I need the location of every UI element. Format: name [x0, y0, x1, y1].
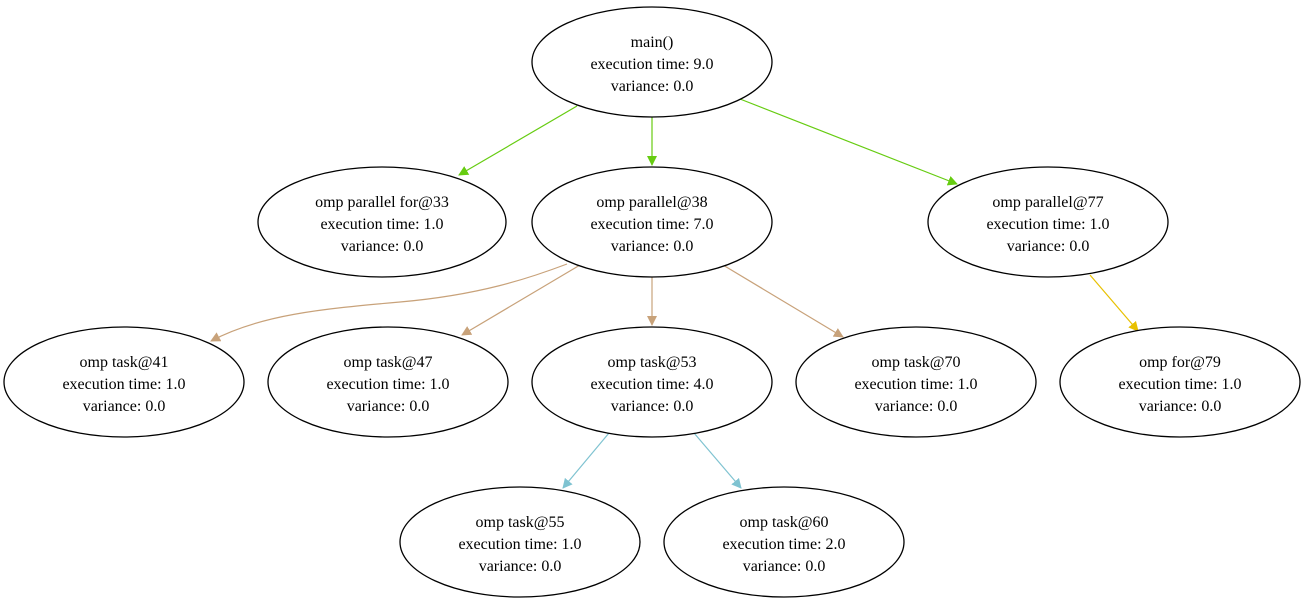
node-t41-variance: variance: 0.0: [83, 398, 166, 415]
node-t60[interactable]: omp task@60 execution time: 2.0 variance…: [663, 486, 905, 598]
node-t70-label: omp task@70: [872, 354, 961, 371]
node-t47[interactable]: omp task@47 execution time: 1.0 variance…: [267, 326, 509, 438]
node-t60-label: omp task@60: [740, 514, 829, 531]
node-t55-time: execution time: 1.0: [458, 536, 581, 553]
edge-p38-to-t47: [461, 264, 581, 336]
node-t53-label: omp task@53: [608, 354, 697, 371]
node-main-label: main(): [631, 34, 674, 51]
node-t60-time: execution time: 2.0: [722, 536, 845, 553]
node-t70-variance: variance: 0.0: [875, 398, 958, 415]
node-t41-time: execution time: 1.0: [62, 376, 185, 393]
node-p77-time: execution time: 1.0: [986, 216, 1109, 233]
node-pf33-label: omp parallel for@33: [315, 194, 449, 211]
node-p77-label: omp parallel@77: [992, 194, 1103, 211]
node-t55[interactable]: omp task@55 execution time: 1.0 variance…: [399, 486, 641, 598]
node-p38-label: omp parallel@38: [596, 194, 707, 211]
edge-p38-to-t41: [210, 263, 568, 342]
edge-p38-to-t70: [722, 264, 844, 338]
node-t53-time: execution time: 4.0: [590, 376, 713, 393]
node-t47-time: execution time: 1.0: [326, 376, 449, 393]
node-t60-variance: variance: 0.0: [743, 558, 826, 575]
node-f79-variance: variance: 0.0: [1139, 398, 1222, 415]
node-t70[interactable]: omp task@70 execution time: 1.0 variance…: [795, 326, 1037, 438]
node-pf33[interactable]: omp parallel for@33 execution time: 1.0 …: [257, 166, 507, 278]
edge-t53-to-t55: [562, 432, 610, 489]
node-t47-variance: variance: 0.0: [347, 398, 430, 415]
node-pf33-time: execution time: 1.0: [320, 216, 443, 233]
edge-main-to-pf33: [458, 105, 578, 176]
edge-main-to-p77: [739, 98, 958, 186]
node-t41[interactable]: omp task@41 execution time: 1.0 variance…: [3, 326, 245, 438]
node-f79[interactable]: omp for@79 execution time: 1.0 variance:…: [1059, 326, 1301, 438]
node-t55-variance: variance: 0.0: [479, 558, 562, 575]
edge-t53-to-t60: [693, 432, 742, 489]
node-t47-label: omp task@47: [344, 354, 433, 371]
edges: [210, 98, 1139, 489]
node-p38[interactable]: omp parallel@38 execution time: 7.0 vari…: [531, 166, 773, 278]
node-main[interactable]: main() execution time: 9.0 variance: 0.0: [531, 6, 773, 118]
node-p77[interactable]: omp parallel@77 execution time: 1.0 vari…: [927, 166, 1169, 278]
edge-p77-to-f79: [1089, 274, 1139, 332]
node-p38-variance: variance: 0.0: [611, 238, 694, 255]
node-main-variance: variance: 0.0: [611, 78, 694, 95]
node-t55-label: omp task@55: [476, 514, 565, 531]
node-t53[interactable]: omp task@53 execution time: 4.0 variance…: [531, 326, 773, 438]
node-pf33-variance: variance: 0.0: [341, 238, 424, 255]
node-p38-time: execution time: 7.0: [590, 216, 713, 233]
node-f79-time: execution time: 1.0: [1118, 376, 1241, 393]
node-p77-variance: variance: 0.0: [1007, 238, 1090, 255]
node-main-time: execution time: 9.0: [590, 56, 713, 73]
node-t53-variance: variance: 0.0: [611, 398, 694, 415]
node-f79-label: omp for@79: [1139, 354, 1221, 371]
node-t70-time: execution time: 1.0: [854, 376, 977, 393]
node-t41-label: omp task@41: [80, 354, 169, 371]
